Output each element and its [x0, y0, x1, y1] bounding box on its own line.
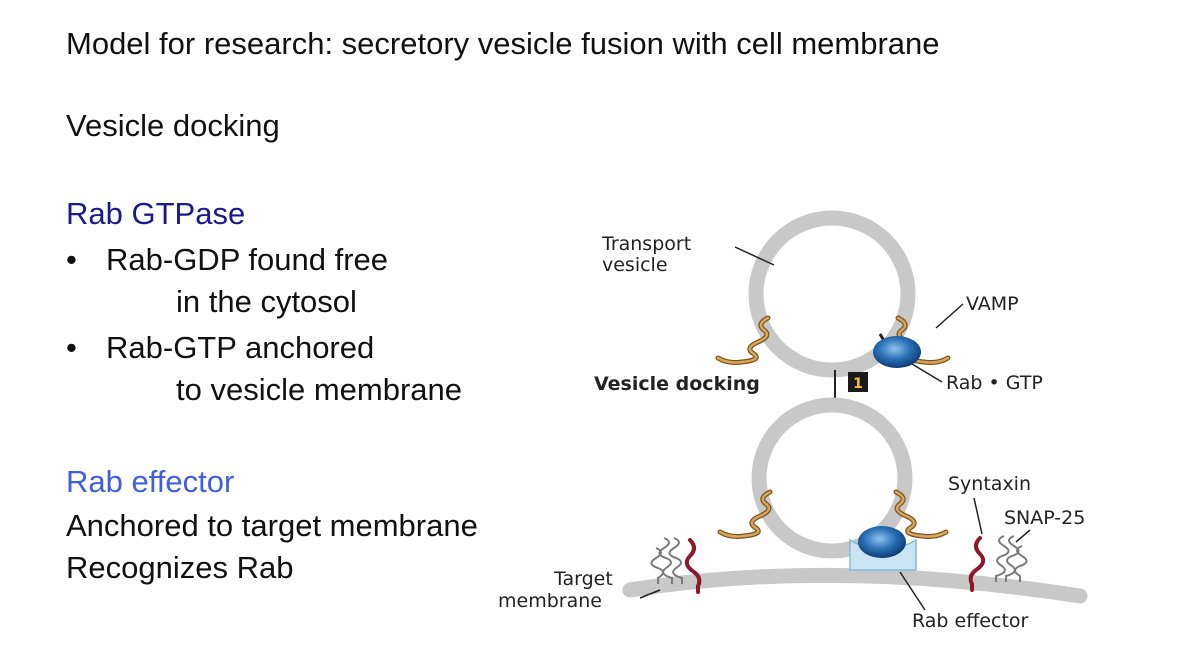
snap25-left [658, 537, 673, 584]
diagram-label: vesicle [602, 254, 668, 276]
diagram-label: Rab effector [912, 610, 1029, 632]
diagram-label: membrane [498, 590, 602, 612]
bullet-item: • Rab-GTP anchored [66, 330, 374, 366]
transport-vesicle [748, 210, 916, 378]
step-number-box [848, 372, 868, 392]
effector-line: Recognizes Rab [66, 550, 294, 585]
diagram-label: SNAP-25 [1004, 507, 1085, 529]
rab-gtp-top [873, 336, 921, 368]
diagram-label: Transport [601, 233, 691, 255]
rab-effector-heading: Rab effector [66, 464, 235, 499]
bullet-text: Rab-GDP found free [106, 242, 389, 277]
snap25-right [995, 535, 1010, 582]
syntaxin-left [684, 538, 702, 594]
bullet-item: • Rab-GDP found free [66, 242, 388, 278]
bullet-continuation: to vesicle membrane [176, 372, 463, 407]
step-number: 1 [853, 376, 863, 392]
bullet-text: Rab-GTP anchored [106, 330, 375, 365]
diagram-label: Target [553, 568, 613, 590]
bullet-continuation: in the cytosol [176, 284, 357, 319]
rab-gtp-bottom [858, 526, 906, 558]
diagram-label: Syntaxin [948, 473, 1031, 495]
syntaxin-right [968, 536, 986, 592]
section-heading: Vesicle docking [66, 108, 280, 143]
effector-line: Anchored to target membrane [66, 508, 478, 543]
diagram-label: VAMP [966, 293, 1019, 315]
slide-title: Model for research: secretory vesicle fu… [66, 26, 940, 61]
bullet-dot: • [66, 330, 77, 365]
bullet-dot: • [66, 242, 77, 277]
target-membrane [622, 567, 1088, 604]
rab-gtpase-heading: Rab GTPase [66, 196, 246, 231]
docked-vesicle [751, 397, 913, 559]
step-label: Vesicle docking [594, 373, 760, 395]
diagram-label: Rab • GTP [946, 372, 1043, 394]
